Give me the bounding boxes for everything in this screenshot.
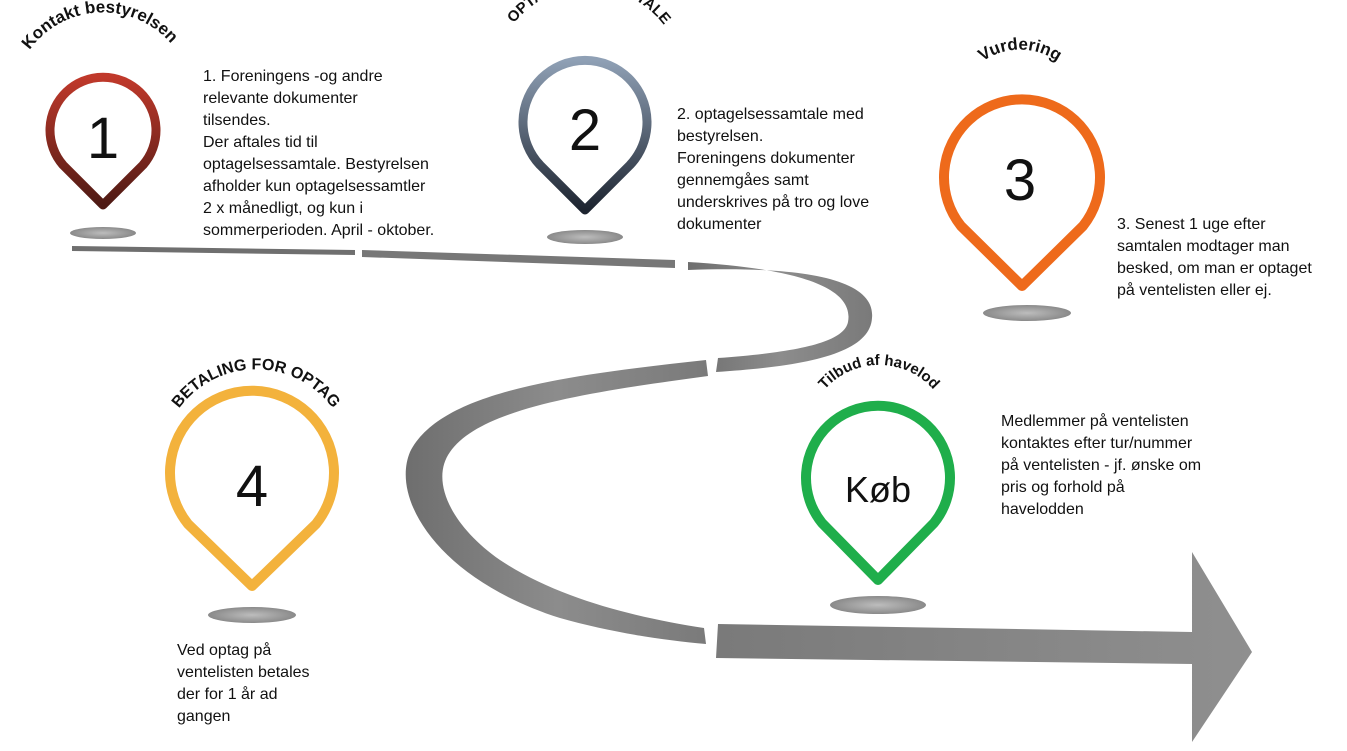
step-1-pin: 1 Kontakt bestyrelsen [18, 0, 182, 239]
svg-text:Tilbud af havelod: Tilbud af havelod [815, 352, 943, 393]
step-4-marker-icon [165, 385, 339, 591]
step-4-number: 4 [236, 454, 268, 519]
svg-text:Kontakt bestyrelsen: Kontakt bestyrelsen [18, 0, 182, 53]
step-2-marker-icon [518, 55, 652, 215]
svg-text:BETALING FOR OPTAG: BETALING FOR OPTAG [169, 356, 343, 411]
step-2-description: 2. optagelsessamtale med bestyrelsen. Fo… [677, 106, 870, 233]
step-4-pin-shadow [208, 607, 296, 623]
step-2-pin: 2 OPTAGELSESSAMTALE [504, 0, 674, 244]
step-2-pin-shadow [547, 230, 623, 244]
step-1-number: 1 [87, 106, 119, 171]
step-3-marker-icon [939, 94, 1105, 291]
step-5-pin-shadow [830, 596, 926, 614]
step-3-number: 3 [1004, 148, 1036, 213]
step-1-marker-icon [45, 72, 161, 210]
svg-text:Vurdering: Vurdering [975, 35, 1065, 65]
step-2-title: OPTAGELSESSAMTALE [504, 0, 674, 28]
step-4-pin: 4 BETALING FOR OPTAG [165, 356, 343, 623]
step-1-title: Kontakt bestyrelsen [18, 0, 182, 53]
timeline-road [72, 246, 1252, 742]
step-3-pin-shadow [983, 305, 1071, 321]
step-5-description: Medlemmer på ventelisten kontaktes efter… [1001, 413, 1202, 518]
step-3-description: 3. Senest 1 uge efter samtalen modtager … [1117, 216, 1312, 299]
step-5-marker-icon [801, 400, 955, 585]
step-5-pin: Køb Tilbud af havelod [801, 352, 955, 614]
step-3-pin: 3 Vurdering [939, 35, 1105, 321]
step-1-description: 1. Foreningens -og andre relevante dokum… [203, 68, 435, 239]
step-3-title: Vurdering [975, 35, 1065, 65]
step-5-number: Køb [845, 469, 911, 510]
step-4-title: BETALING FOR OPTAG [169, 356, 343, 411]
step-4-description: Ved optag på ventelisten betales der for… [177, 642, 310, 725]
step-2-number: 2 [569, 98, 601, 163]
step-5-title: Tilbud af havelod [815, 352, 943, 393]
svg-text:OPTAGELSESSAMTALE: OPTAGELSESSAMTALE [504, 0, 674, 28]
step-1-pin-shadow [70, 227, 136, 239]
